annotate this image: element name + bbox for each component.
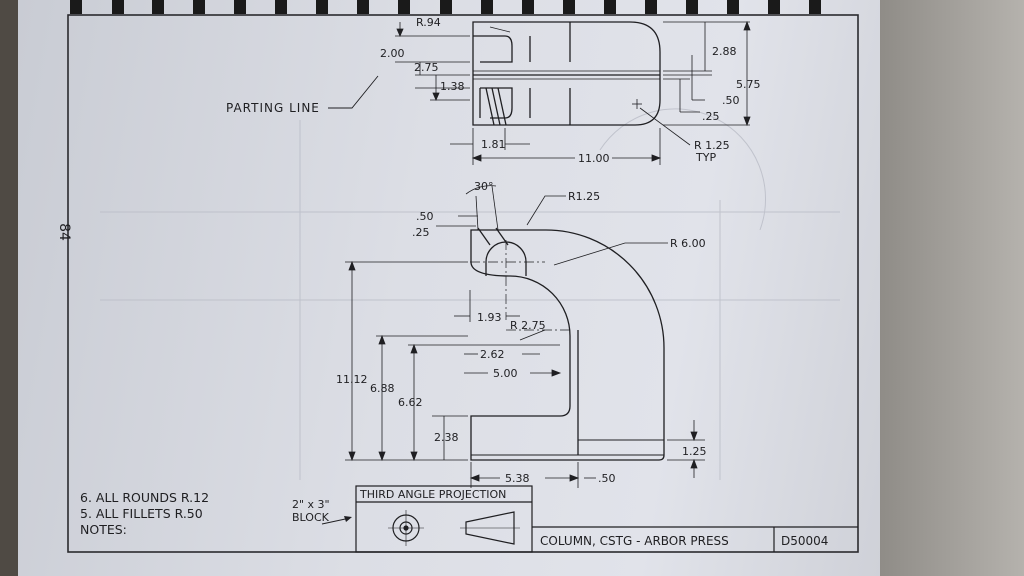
projection-label: THIRD ANGLE PROJECTION (359, 488, 506, 501)
page-number: 84 (56, 223, 72, 241)
block-size: 2" x 3" (292, 498, 330, 511)
front-view-dimensions (345, 185, 705, 488)
block-label: BLOCK (292, 511, 330, 524)
drawing-number: D50004 (781, 534, 828, 548)
dim-r94: R.94 (416, 16, 441, 29)
dim-r6-00: R 6.00 (670, 237, 706, 250)
top-view-outline (472, 21, 661, 126)
background-left (0, 0, 22, 576)
dim-5-75: 5.75 (736, 78, 761, 91)
dim-5-00: 5.00 (493, 367, 518, 380)
dim-30-deg: 30° (474, 180, 494, 193)
dim-6-62: 6.62 (398, 396, 423, 409)
note-5: 5. ALL FILLETS R.50 (80, 506, 203, 521)
drawing-border (67, 14, 859, 553)
front-view-outline (470, 229, 665, 461)
front-view-labels: 30° .50 .25 R1.25 R 6.00 1.93 R 2.75 2.6… (336, 180, 707, 485)
dim-25-top: .25 (412, 226, 430, 239)
top-view-labels: R.94 2.00 2.75 1.38 2.88 5.75 .50 .25 1.… (226, 16, 761, 165)
dim-11-12: 11.12 (336, 373, 368, 386)
parting-line-leader (328, 75, 379, 109)
dim-5-38: 5.38 (505, 472, 530, 485)
top-view-dimensions (395, 20, 751, 165)
dim-1-25: 1.25 (682, 445, 707, 458)
drawing-sheet (18, 0, 880, 576)
parting-line-label: PARTING LINE (226, 101, 320, 115)
front-view-centerlines (470, 240, 570, 331)
dim-1-38: 1.38 (440, 80, 465, 93)
dim-6-88: 6.88 (370, 382, 395, 395)
dim-50-top: .50 (416, 210, 434, 223)
dim-2-62: 2.62 (480, 348, 505, 361)
dim-50: .50 (722, 94, 740, 107)
dim-r1-25: R1.25 (568, 190, 600, 203)
dim-2-38: 2.38 (434, 431, 459, 444)
front-view (470, 227, 665, 461)
dim-2-00: 2.00 (380, 47, 405, 60)
dim-11-00: 11.00 (578, 152, 610, 165)
dim-r2-75: R 2.75 (510, 319, 546, 332)
background-right (872, 0, 1024, 576)
dim-2-75: 2.75 (414, 61, 439, 74)
dim-r1-25-typ: R 1.25 (694, 139, 730, 152)
dim-1-93: 1.93 (477, 311, 502, 324)
drawing-title: COLUMN, CSTG - ARBOR PRESS (540, 534, 729, 548)
dim-1-81: 1.81 (481, 138, 506, 151)
spiral-binding (70, 0, 821, 14)
dim-50-bottom: .50 (598, 472, 616, 485)
dim-typ: TYP (695, 151, 716, 164)
dim-2-88: 2.88 (712, 45, 737, 58)
title-block (355, 485, 858, 553)
notes: 6. ALL ROUNDS R.12 5. ALL FILLETS R.50 N… (80, 490, 209, 537)
notes-heading: NOTES: (80, 522, 127, 537)
block-callout: 2" x 3" BLOCK (292, 498, 352, 525)
top-view (472, 21, 661, 126)
title-block-text: THIRD ANGLE PROJECTION COLUMN, CSTG - AR… (359, 488, 828, 548)
dim-25: .25 (702, 110, 720, 123)
note-6: 6. ALL ROUNDS R.12 (80, 490, 209, 505)
